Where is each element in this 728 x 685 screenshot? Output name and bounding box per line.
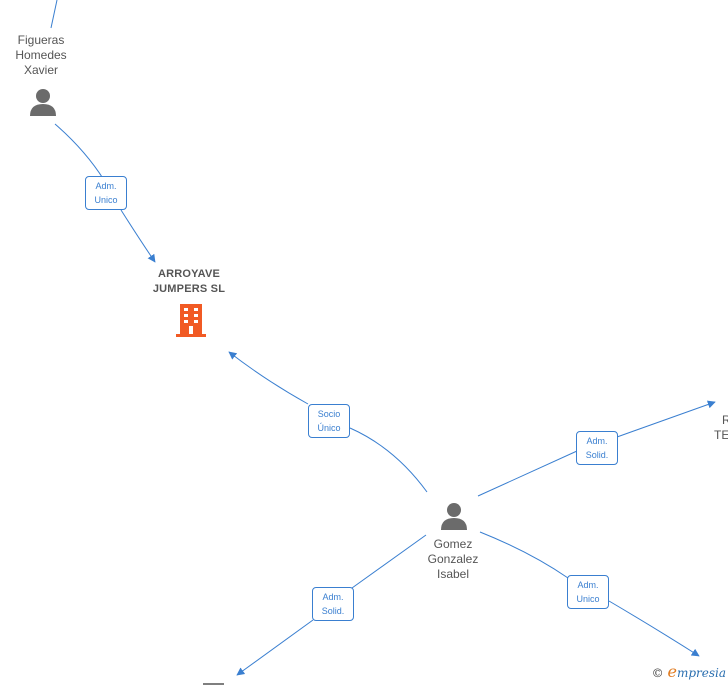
person-name-gomez[interactable]: Gomez Gonzalez Isabel: [427, 537, 479, 581]
building-icon[interactable]: [176, 304, 206, 337]
person-icon[interactable]: [441, 503, 467, 530]
company-name-arroyave[interactable]: ARROYAVE JUMPERS SL: [152, 268, 226, 295]
edge-gomez-right: [477, 402, 715, 497]
edge-figueras-arroyave: [54, 123, 155, 262]
partial-node-label: R: [722, 413, 728, 427]
edge-label-adm-solid[interactable]: Adm. Solid.: [576, 431, 618, 465]
person-icon[interactable]: [30, 89, 56, 116]
footer-brand: © empresia: [652, 662, 726, 681]
partial-node-label: TE: [714, 428, 728, 442]
edge-gomez-bottom-left: [237, 534, 427, 675]
person-name-figueras[interactable]: Figueras Homedes Xavier: [15, 33, 67, 77]
brand-name: mpresia: [676, 666, 726, 680]
brand-initial: e: [667, 662, 677, 681]
edge-offscreen-top: [50, 0, 58, 29]
edge-label-adm-unico[interactable]: Adm. Unico: [85, 176, 127, 210]
edge-label-socio-unico[interactable]: Socio Único: [308, 404, 350, 438]
edge-gomez-arroyave: [229, 352, 428, 493]
edge-label-adm-solid[interactable]: Adm. Solid.: [312, 587, 354, 621]
edge-gomez-bottom-right: [479, 531, 699, 656]
copyright-symbol: ©: [651, 666, 664, 680]
edge-label-adm-unico[interactable]: Adm. Unico: [567, 575, 609, 609]
